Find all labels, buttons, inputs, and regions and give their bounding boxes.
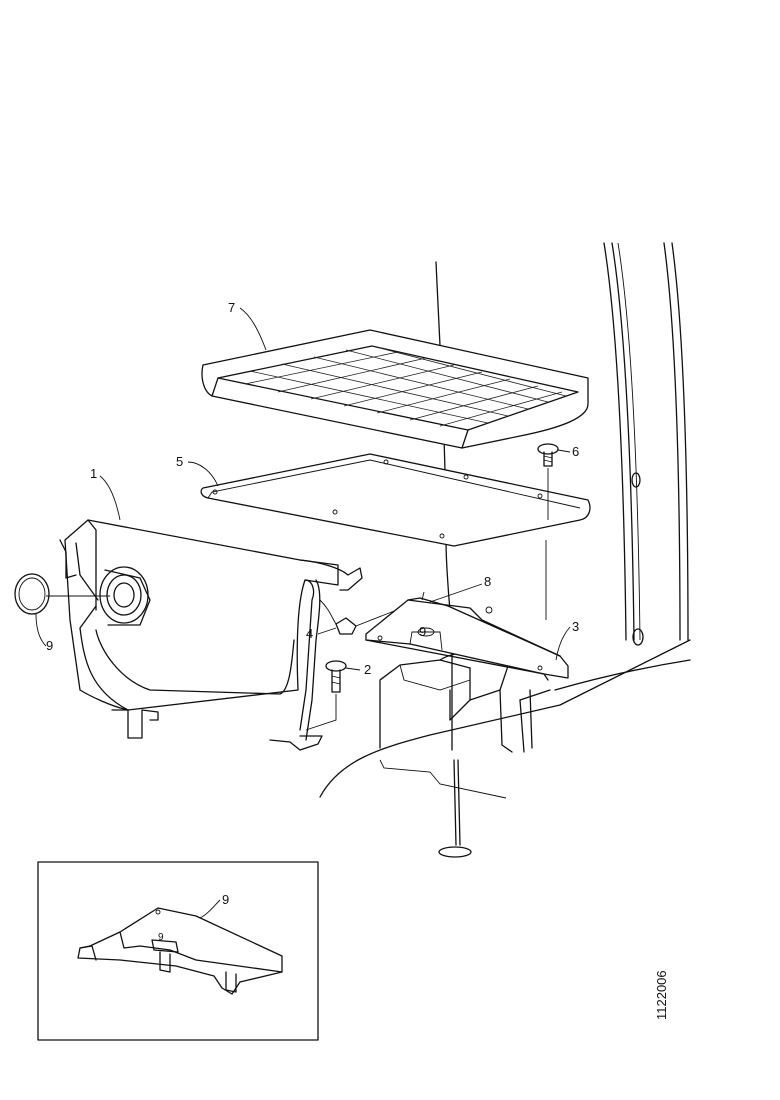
tray-part-7 [201,329,589,449]
leader-5 [187,461,219,487]
inset-callout-9-small: 9 [158,932,164,943]
callout-6: 6 [572,444,579,459]
inset-frame [37,861,319,1041]
glovebox-part-1 [59,519,363,751]
leader-9 [35,613,47,647]
leader-6 [557,449,571,453]
inset-bracket [77,907,283,995]
callout-4: 4 [306,626,313,641]
leader-1 [99,475,121,521]
leader-3 [555,626,571,661]
vehicle-body-wall [603,242,689,646]
leader-8 [429,583,483,603]
callout-7: 7 [228,300,235,315]
plate-part-5 [200,453,591,547]
bracket-part-3 [365,591,569,681]
callout-3: 3 [572,619,579,634]
inset-callout-9: 9 [222,892,229,907]
inset-leader-9 [199,899,221,919]
cover-cap-part-9 [14,573,110,615]
callout-8: 8 [484,574,491,589]
drawing-number: 1122006 [654,970,669,1020]
callout-2: 2 [364,662,371,677]
callout-9: 9 [46,638,53,653]
rivet-part-2 [305,660,347,731]
callout-9-bracket: 9 [419,624,426,639]
clip-part-4 [319,599,413,635]
leader-4 [317,627,337,635]
screw-part-6 [537,443,559,620]
leader-2 [345,667,361,671]
callouts: 1 2 3 4 5 6 7 8 9 9 [35,300,579,677]
leader-7 [239,307,267,351]
callout-5: 5 [176,454,183,469]
inset-detail: 9 9 [37,861,319,1041]
cab-floor [319,639,691,799]
callout-1: 1 [90,466,97,481]
